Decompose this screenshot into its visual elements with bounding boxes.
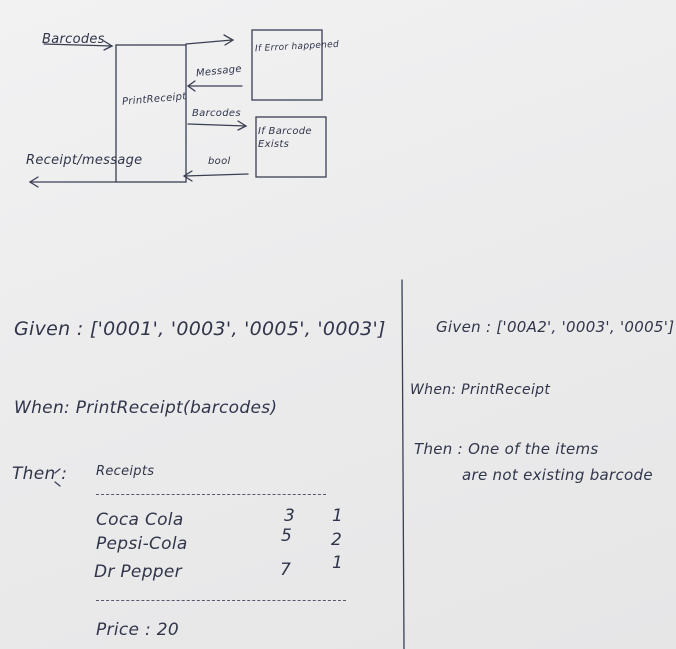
- error-arrow: [185, 34, 235, 46]
- scenario1-given: Given : ['0001', '0003', '0005', '0003']: [14, 318, 386, 340]
- item-price: 5: [281, 526, 293, 546]
- receipts-heading: Receipts: [96, 464, 155, 479]
- message-arrow: [186, 80, 243, 92]
- scenario2-when: When: PrintReceipt: [410, 382, 551, 398]
- bool-arrow: [182, 170, 249, 182]
- barcodes-in-arrow: [43, 40, 114, 51]
- error-box: [251, 29, 323, 101]
- item-qty: 1: [332, 553, 344, 573]
- receipt-out-arrow: [28, 176, 117, 188]
- scenario2-then-line2: are not existing barcode: [462, 466, 653, 484]
- item-name: Dr Pepper: [94, 562, 182, 582]
- barcode-exists-box: [255, 116, 327, 178]
- item-qty: 1: [332, 506, 344, 526]
- barcodes-mid-arrow: [187, 120, 248, 131]
- item-name: Pepsi-Cola: [96, 534, 188, 554]
- scenario1-then-label: Then :: [12, 464, 68, 484]
- receipt-bottom-separator: [96, 600, 346, 601]
- if-barcode-exists-label: If Barcode Exists: [258, 126, 312, 150]
- scenario1-when: When: PrintReceipt(barcodes): [14, 398, 278, 418]
- scenario2-given: Given : ['00A2', '0003', '0005']: [436, 318, 675, 336]
- item-name: Coca Cola: [96, 510, 184, 530]
- item-price: 7: [280, 560, 292, 580]
- then-colon-mark: [54, 468, 61, 487]
- item-price: 3: [284, 506, 296, 526]
- bool-label: bool: [208, 156, 231, 167]
- barcodes-in-label: Barcodes: [42, 32, 105, 47]
- barcodes-mid-label: Barcodes: [192, 108, 241, 119]
- scenario-divider: [401, 279, 405, 649]
- receipt-top-separator: [96, 494, 326, 495]
- item-qty: 2: [331, 530, 343, 550]
- receipt-out-label: Receipt/message: [26, 153, 143, 168]
- scenario2-then-line1: Then : One of the items: [414, 440, 599, 458]
- print-receipt-box: [115, 44, 187, 183]
- receipt-total: Price : 20: [96, 620, 179, 640]
